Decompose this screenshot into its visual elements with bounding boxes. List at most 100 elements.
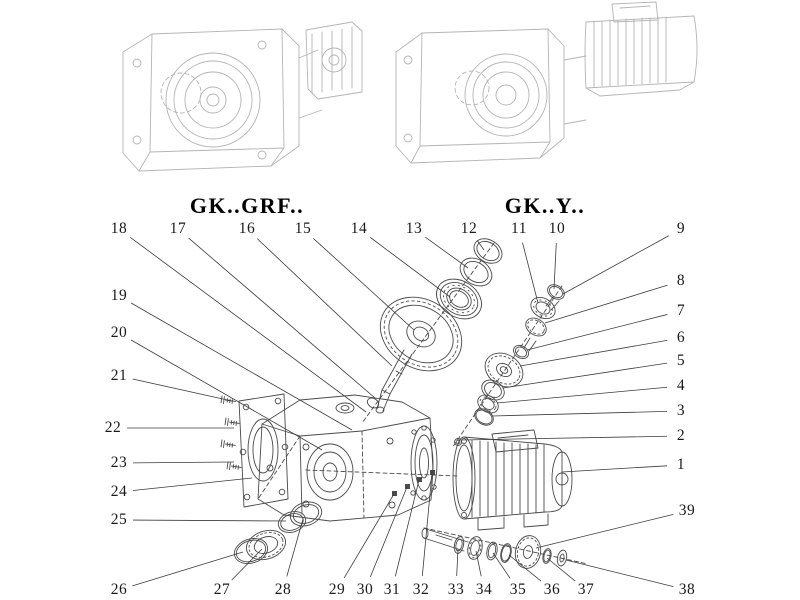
input-shaft-drawing [366,349,413,414]
leader-line-2 [461,435,668,441]
leader-line-16 [256,238,393,367]
output-shaft-assembly-drawing [421,528,568,569]
leader-line-34 [475,550,482,577]
leader-line-18 [130,237,367,413]
part-number-14: 14 [350,220,368,237]
gearbox-y-drawing [395,1,698,164]
part-number-17: 17 [169,220,187,237]
snap-ring-drawing [473,238,503,264]
variant-label-gk-y: GK..Y.. [504,193,586,218]
part-number-39: 39 [678,502,696,519]
leader-line-29 [343,493,395,579]
pinion-shaft-drawing [523,296,560,352]
part-number-21: 21 [110,367,128,384]
leader-line-12 [476,240,485,251]
part-number-20: 20 [110,324,128,341]
large-gear-drawing [379,296,463,372]
electric-motor-drawing [452,429,573,531]
spacer-ring-drawing [513,344,529,360]
variant-label-gk-grf: GK..GRF.. [189,193,305,218]
leader-line-17 [188,237,376,399]
leader-line-19 [130,302,353,431]
part-number-8: 8 [676,272,686,289]
bevel-gear-drawing [484,352,524,388]
part-number-6: 6 [676,329,686,346]
screw-drawing [226,461,242,471]
cover-ring-drawing [277,511,307,533]
leader-line-26 [132,551,244,587]
leader-line-8 [544,284,668,324]
leader-line-39 [535,513,674,549]
part-number-10: 10 [548,220,566,237]
leader-line-10 [553,242,557,290]
part-number-24: 24 [110,483,128,500]
part-number-5: 5 [676,352,686,369]
leader-line-35 [492,552,511,579]
part-number-9: 9 [676,220,686,237]
part-number-35: 35 [509,581,527,598]
screw-drawing [224,417,240,427]
leader-line-27 [231,548,263,581]
leader-line-9 [562,235,669,295]
leader-line-13 [425,236,469,269]
leader-line-23 [132,461,235,464]
part-number-23: 23 [110,454,128,471]
leader-line-32 [421,472,433,577]
retaining-ring-drawing [474,408,494,426]
leader-line-11 [522,242,539,304]
leader-line-20 [130,339,323,451]
part-number-7: 7 [676,302,686,319]
part-number-37: 37 [577,581,595,598]
part-number-22: 22 [104,419,122,436]
leader-line-15 [313,238,415,331]
gear-ring-drawing [246,529,286,561]
part-number-18: 18 [110,220,128,237]
leader-line-6 [519,340,668,367]
part-number-27: 27 [213,581,231,598]
output-gear-drawing [514,535,542,569]
leader-line-21 [132,378,233,402]
gear-housing-drawing [257,394,438,522]
part-number-26: 26 [110,581,128,598]
part-number-1: 1 [676,456,686,473]
leader-line-25 [132,519,287,522]
part-number-16: 16 [238,220,256,237]
part-number-34: 34 [475,581,493,598]
part-number-12: 12 [460,220,478,237]
leader-line-24 [132,477,253,491]
leader-line-37 [546,557,576,582]
exploded-assembly-drawing [220,238,589,569]
part-number-29: 29 [328,581,346,598]
flange-plate-drawing [238,393,289,508]
screw-drawing [220,439,236,449]
leader-line-3 [491,410,668,417]
part-number-3: 3 [676,402,686,419]
part-number-31: 31 [383,581,401,598]
bearing-drawing [436,278,482,320]
part-number-13: 13 [405,220,423,237]
part-number-19: 19 [110,287,128,304]
part-number-32: 32 [412,581,430,598]
leader-line-30 [369,486,408,578]
leader-line-38 [565,559,674,588]
mounting-bolts-drawing [392,470,435,496]
part-number-30: 30 [356,581,374,598]
leader-line-1 [561,465,668,473]
leader-line-33 [456,548,459,577]
leader-line-7 [526,314,668,351]
part-number-2: 2 [676,427,686,444]
small-bearing-drawing [530,296,556,320]
cover-ring-drawing [289,501,323,527]
part-number-33: 33 [447,581,465,598]
leader-line-5 [502,362,668,389]
part-number-4: 4 [676,377,686,394]
part-number-28: 28 [274,581,292,598]
gearbox-grf-drawing [122,21,363,172]
part-number-11: 11 [511,220,527,237]
part-number-38: 38 [678,581,696,598]
part-number-25: 25 [110,511,128,528]
leader-line-31 [394,479,420,577]
